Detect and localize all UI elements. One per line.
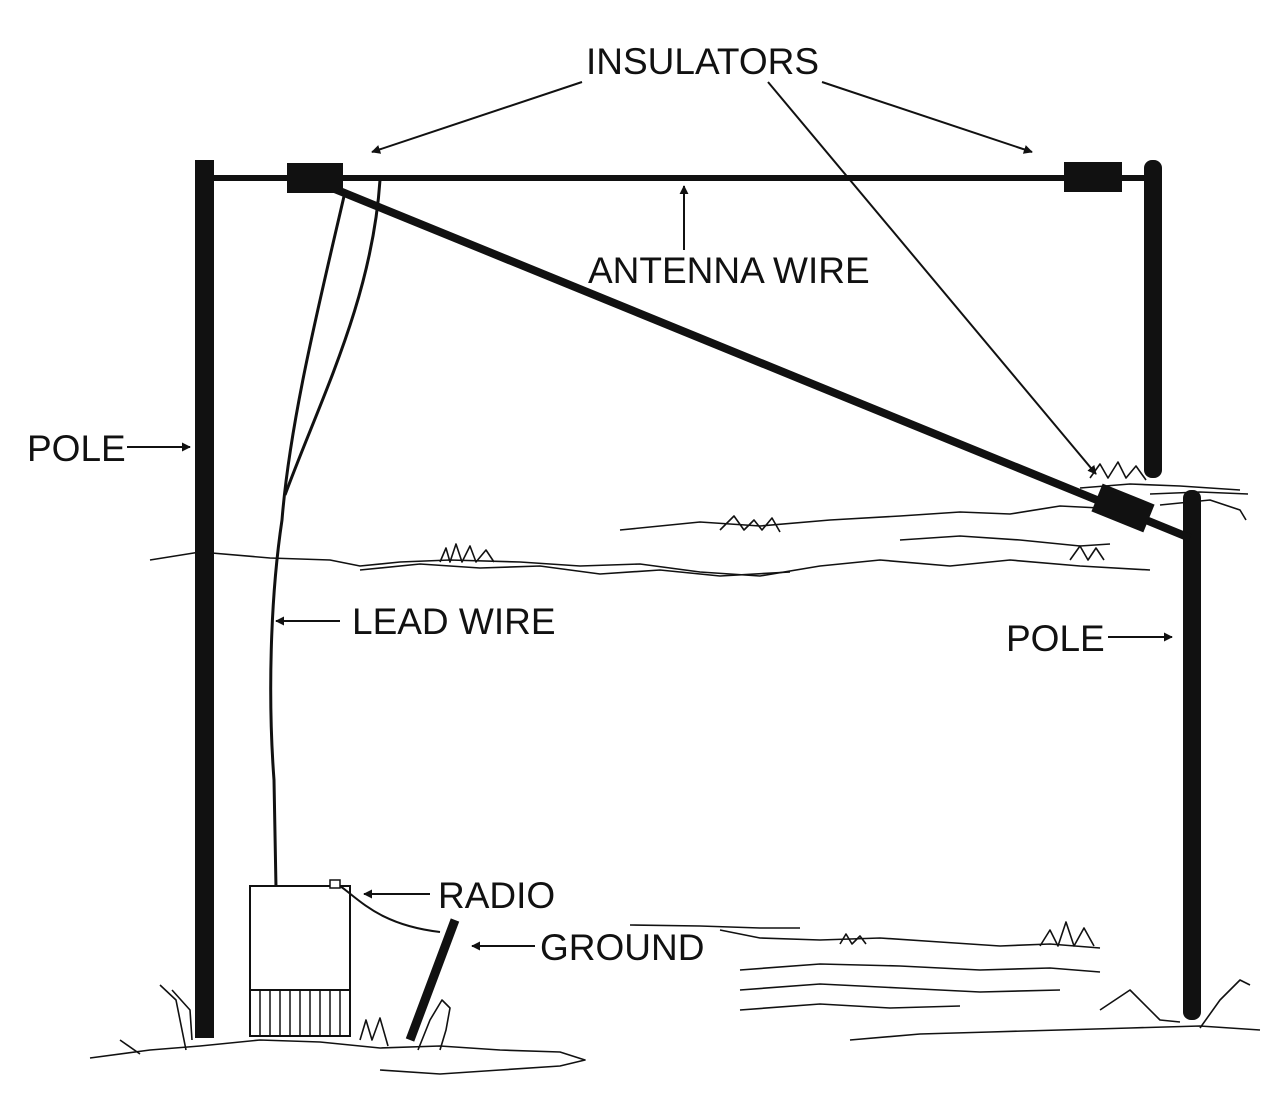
ground-label: GROUND bbox=[540, 927, 704, 968]
insulator-left bbox=[287, 163, 343, 193]
lead-wire-label: LEAD WIRE bbox=[352, 601, 556, 642]
guy-wire bbox=[318, 179, 1192, 542]
radio-label: RADIO bbox=[438, 875, 555, 916]
left-pole bbox=[195, 160, 214, 1038]
insulators-label: INSULATORS bbox=[586, 41, 819, 82]
insulator-lower-right bbox=[1091, 483, 1155, 533]
antenna-wire-label: ANTENNA WIRE bbox=[588, 250, 870, 291]
right-pole-lower bbox=[1183, 490, 1201, 1020]
right-pole-upper bbox=[1144, 160, 1162, 478]
radio-unit bbox=[249, 879, 441, 1037]
ground-sketch bbox=[89, 461, 1261, 1075]
pole-left-label: POLE bbox=[27, 428, 126, 469]
lead-wire bbox=[269, 179, 382, 889]
pole-right-label: POLE bbox=[1006, 618, 1105, 659]
insulator-right bbox=[1064, 162, 1122, 192]
label-arrows bbox=[127, 81, 1173, 951]
ground-rod bbox=[405, 918, 460, 1042]
